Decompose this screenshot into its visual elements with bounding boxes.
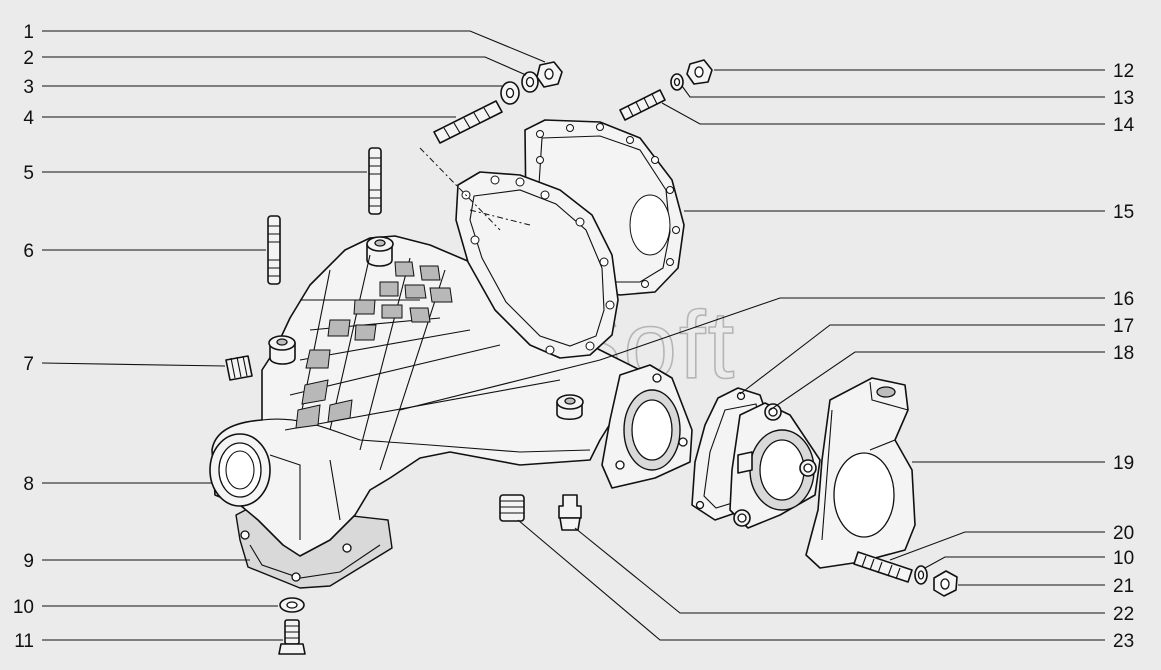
callout-11: 11 — [14, 631, 34, 652]
callouts-left: 1 2 3 4 5 6 7 8 9 10 11 — [13, 22, 35, 652]
callout-18: 18 — [1113, 343, 1134, 364]
flange-triangular — [601, 364, 693, 489]
washer-10-right — [914, 565, 928, 585]
gasket-front — [455, 171, 619, 359]
stud-6 — [267, 215, 281, 285]
washer-13 — [670, 73, 684, 91]
stud-4 — [433, 100, 503, 144]
callout-9: 9 — [23, 551, 34, 572]
callouts-right: 12 13 14 15 16 17 18 19 20 10 21 22 23 — [1113, 61, 1135, 652]
callout-19: 19 — [1113, 453, 1134, 474]
washer-3 — [500, 81, 520, 105]
plug-22 — [558, 494, 582, 531]
flange-bearing — [729, 402, 821, 529]
callout-2: 2 — [23, 48, 34, 69]
callout-8: 8 — [23, 474, 34, 495]
callout-16: 16 — [1113, 289, 1134, 310]
callout-23: 23 — [1113, 631, 1134, 652]
callout-6: 6 — [23, 241, 34, 262]
plug-23 — [499, 494, 525, 522]
leader-lines — [41, 30, 1105, 641]
callout-4: 4 — [23, 108, 34, 129]
callout-14: 14 — [1113, 115, 1135, 136]
nut-12 — [686, 59, 713, 85]
mounting-bracket — [805, 377, 916, 569]
callout-10-right: 10 — [1113, 548, 1134, 569]
callout-1: 1 — [23, 22, 34, 43]
nut-1 — [536, 61, 563, 88]
plug-7 — [225, 355, 253, 381]
gearbox-housing — [209, 235, 651, 589]
callout-3: 3 — [23, 77, 34, 98]
callout-17: 17 — [1113, 316, 1134, 337]
stud-20 — [853, 551, 913, 583]
callout-21: 21 — [1113, 576, 1134, 597]
callout-13: 13 — [1113, 88, 1134, 109]
washer-2 — [521, 71, 539, 93]
stud-14 — [619, 89, 666, 121]
callout-22: 22 — [1113, 604, 1134, 625]
callout-5: 5 — [23, 163, 34, 184]
callout-12: 12 — [1113, 61, 1134, 82]
washer-10-bottom — [279, 597, 305, 613]
callout-10-left: 10 — [13, 597, 34, 618]
bolt-11 — [278, 619, 306, 655]
callout-7: 7 — [23, 354, 34, 375]
callout-20: 20 — [1113, 523, 1134, 544]
nut-21 — [933, 570, 958, 597]
stud-5 — [368, 147, 382, 215]
callout-15: 15 — [1113, 202, 1134, 223]
